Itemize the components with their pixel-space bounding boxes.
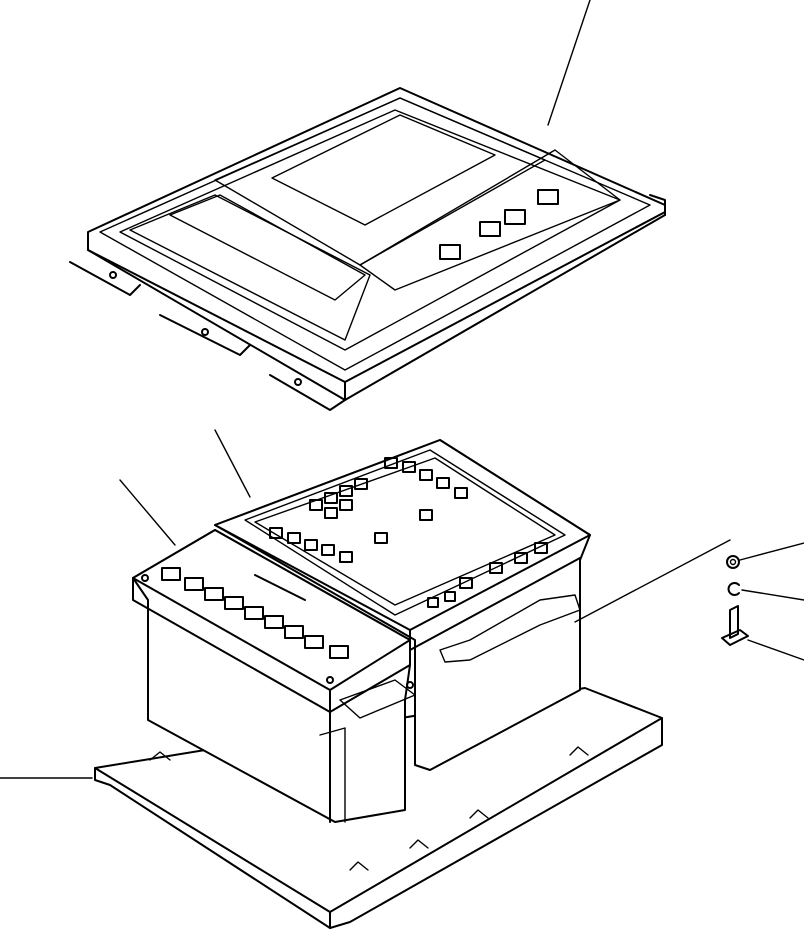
controller-right <box>214 439 591 771</box>
leader-line-controller-right <box>214 429 251 498</box>
leader-line-bolt <box>747 639 804 661</box>
controller-left <box>132 529 416 823</box>
monitor-cover <box>69 87 666 411</box>
leader-line-bolt-group <box>574 539 731 623</box>
washer <box>726 555 740 569</box>
leader-line-lock-washer <box>741 589 804 601</box>
leader-line-washer <box>739 542 804 561</box>
leader-line-monitor-cover <box>547 0 591 126</box>
lock-washer <box>727 582 740 596</box>
leader-line-controller-left <box>119 479 176 546</box>
bolt <box>721 605 749 646</box>
